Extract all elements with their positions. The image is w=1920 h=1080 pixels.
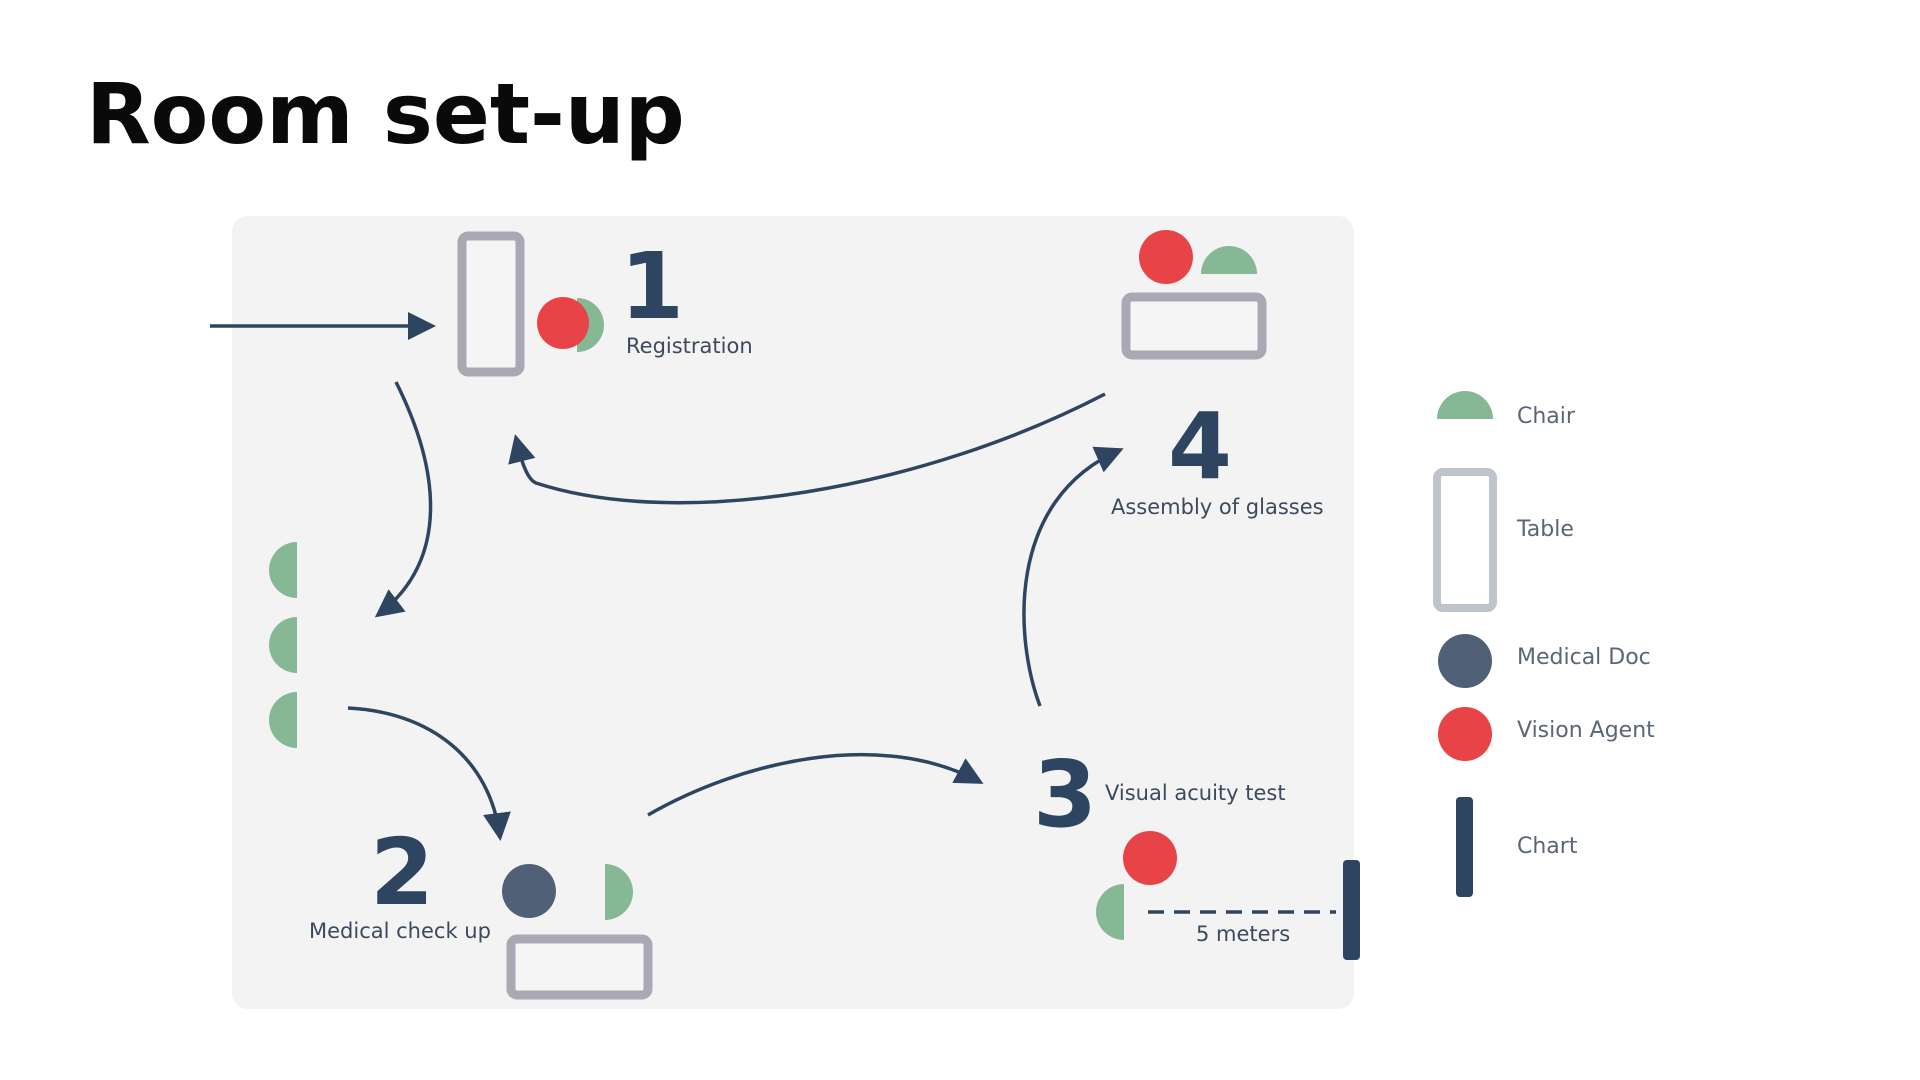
station-number-3: 3 [1033, 741, 1097, 848]
legend-vision-agent-icon [1438, 707, 1492, 761]
legend-table-icon [1433, 468, 1497, 612]
registration-vision-agent [537, 297, 589, 349]
room-floor [232, 216, 1354, 1009]
station-registration: 1 Registration [457, 231, 753, 377]
waiting-chair-1 [269, 542, 297, 598]
station-visual: 3 Visual acuity test 5 meters [1033, 741, 1360, 960]
legend-chart-icon [1456, 797, 1473, 897]
legend-label-chair: Chair [1517, 404, 1576, 429]
assembly-chair [1201, 246, 1257, 274]
station-label-medical: Medical check up [309, 919, 491, 943]
arrow-waiting-to-medical [347, 706, 511, 841]
arrow-medical-to-visual [647, 752, 984, 817]
assembly-table [1121, 292, 1267, 360]
assembly-vision-agent [1139, 230, 1193, 284]
station-label-assembly: Assembly of glasses [1111, 495, 1324, 519]
flow-arrows [210, 312, 1124, 841]
page-title: Room set-up [86, 65, 685, 163]
arrow-registration-to-waiting [374, 381, 433, 618]
waiting-chair-2 [269, 617, 297, 673]
legend-label-chart: Chart [1517, 834, 1578, 859]
station-number-2: 2 [370, 819, 434, 926]
station-label-registration: Registration [626, 334, 753, 358]
arrow-visual-to-assembly [1022, 446, 1124, 707]
medical-chair [605, 864, 633, 920]
waiting-chair-3 [269, 692, 297, 748]
visual-chair [1096, 884, 1124, 940]
visual-vision-agent [1123, 831, 1177, 885]
medical-doc [502, 864, 556, 918]
station-assembly: 4 Assembly of glasses [1111, 230, 1324, 519]
legend: Chair Table Medical Doc Vision Agent Cha… [1433, 391, 1655, 897]
station-label-visual: Visual acuity test [1105, 781, 1286, 805]
waiting-chairs [269, 542, 297, 748]
station-number-1: 1 [620, 233, 684, 340]
legend-label-table: Table [1516, 517, 1574, 542]
legend-label-vision-agent: Vision Agent [1517, 718, 1655, 743]
eye-chart [1343, 860, 1360, 960]
station-number-4: 4 [1168, 393, 1232, 500]
legend-label-medical-doc: Medical Doc [1517, 645, 1651, 670]
distance-label: 5 meters [1196, 922, 1290, 946]
station-medical: 2 Medical check up [309, 819, 653, 1000]
legend-medical-doc-icon [1438, 634, 1492, 688]
registration-table [457, 231, 525, 377]
legend-chair-icon [1437, 391, 1493, 419]
arrow-assembly-to-registration [508, 392, 1106, 505]
medical-table [506, 934, 653, 1000]
